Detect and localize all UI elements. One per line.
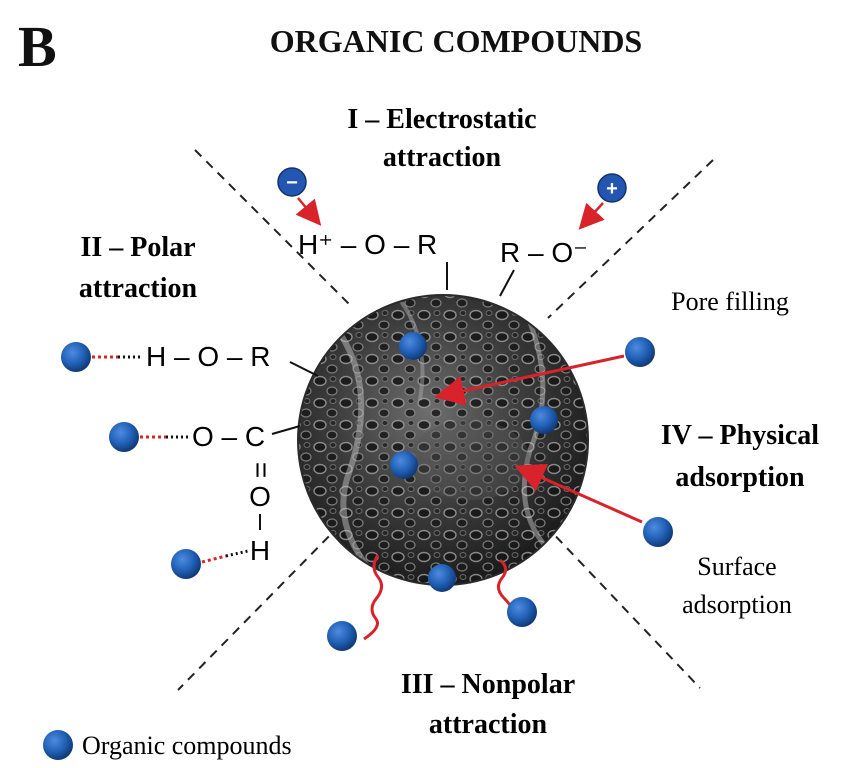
surface-adsorption-arrow — [514, 463, 673, 547]
section-physical-line1: IV – Physical — [661, 420, 819, 451]
negative-ion-sign: − — [286, 172, 298, 194]
bond-alkoxide — [499, 269, 515, 297]
organic-molecule — [428, 564, 456, 592]
polar-carboxyl: O – C = O H — [109, 421, 301, 566]
carboxyl-h: H — [250, 535, 270, 566]
organic-molecule — [399, 332, 427, 360]
hydroxyl-group-left: H – O – R — [146, 341, 270, 372]
page-title: ORGANIC COMPOUNDS — [270, 23, 642, 59]
nonpolar-chain-left — [327, 554, 383, 651]
section-nonpolar: III – Nonpolar attraction — [401, 669, 575, 740]
section-nonpolar-line1: III – Nonpolar — [401, 669, 575, 700]
surface-adsorption-line1: Surface — [697, 552, 776, 581]
alkoxide-group: R – O⁻ — [500, 237, 588, 268]
legend: Organic compounds — [43, 730, 292, 760]
bond-carboxyl — [271, 425, 301, 435]
positive-ion-arrow — [578, 202, 605, 230]
section-nonpolar-line2: attraction — [429, 709, 548, 740]
section-physical: IV – Physical adsorption — [661, 420, 819, 493]
organic-molecule — [530, 406, 558, 434]
section-polar: II – Polar attraction — [79, 232, 198, 304]
section-polar-line1: II – Polar — [80, 232, 195, 263]
section-polar-line2: attraction — [79, 273, 198, 304]
organic-molecule — [61, 342, 91, 372]
polar-hydroxyl: H – O – R — [61, 341, 319, 377]
negative-ion-arrow — [295, 197, 322, 226]
surface-adsorption-line2: adsorption — [682, 590, 792, 619]
organic-molecule — [390, 451, 418, 479]
organic-molecule — [109, 422, 139, 452]
pore-filling-arrow — [434, 337, 655, 406]
organic-molecule — [643, 517, 673, 547]
negative-ion: − — [277, 167, 307, 197]
positive-ion-sign: + — [606, 178, 618, 200]
hydroxyl-group-top: H⁺ – O – R — [298, 229, 437, 260]
section-physical-line2: adsorption — [675, 462, 805, 493]
section-electrostatic-line2: attraction — [383, 142, 502, 173]
nonpolar-chain-right — [497, 558, 537, 627]
carboxyl-o-lower: O — [249, 481, 271, 512]
divider-lines — [177, 149, 714, 691]
adsorbent-particle — [297, 294, 589, 586]
bond-hydroxyl-left — [289, 361, 319, 377]
positive-ion: + — [597, 173, 627, 203]
panel-letter: B — [18, 14, 57, 79]
legend-label: Organic compounds — [82, 731, 292, 760]
legend-swatch — [43, 730, 73, 760]
organic-molecule — [327, 621, 357, 651]
carboxyl-o-c: O – C — [192, 421, 265, 452]
carboxyl-double-bond: = — [246, 462, 277, 478]
section-electrostatic: I – Electrostatic attraction — [347, 104, 536, 173]
polar-carboxyl-h — [171, 549, 249, 579]
organic-molecule — [171, 549, 201, 579]
pore-filling-label: Pore filling — [671, 287, 789, 316]
organic-molecule — [507, 597, 537, 627]
organic-molecule — [625, 337, 655, 367]
section-electrostatic-line1: I – Electrostatic — [347, 104, 536, 135]
